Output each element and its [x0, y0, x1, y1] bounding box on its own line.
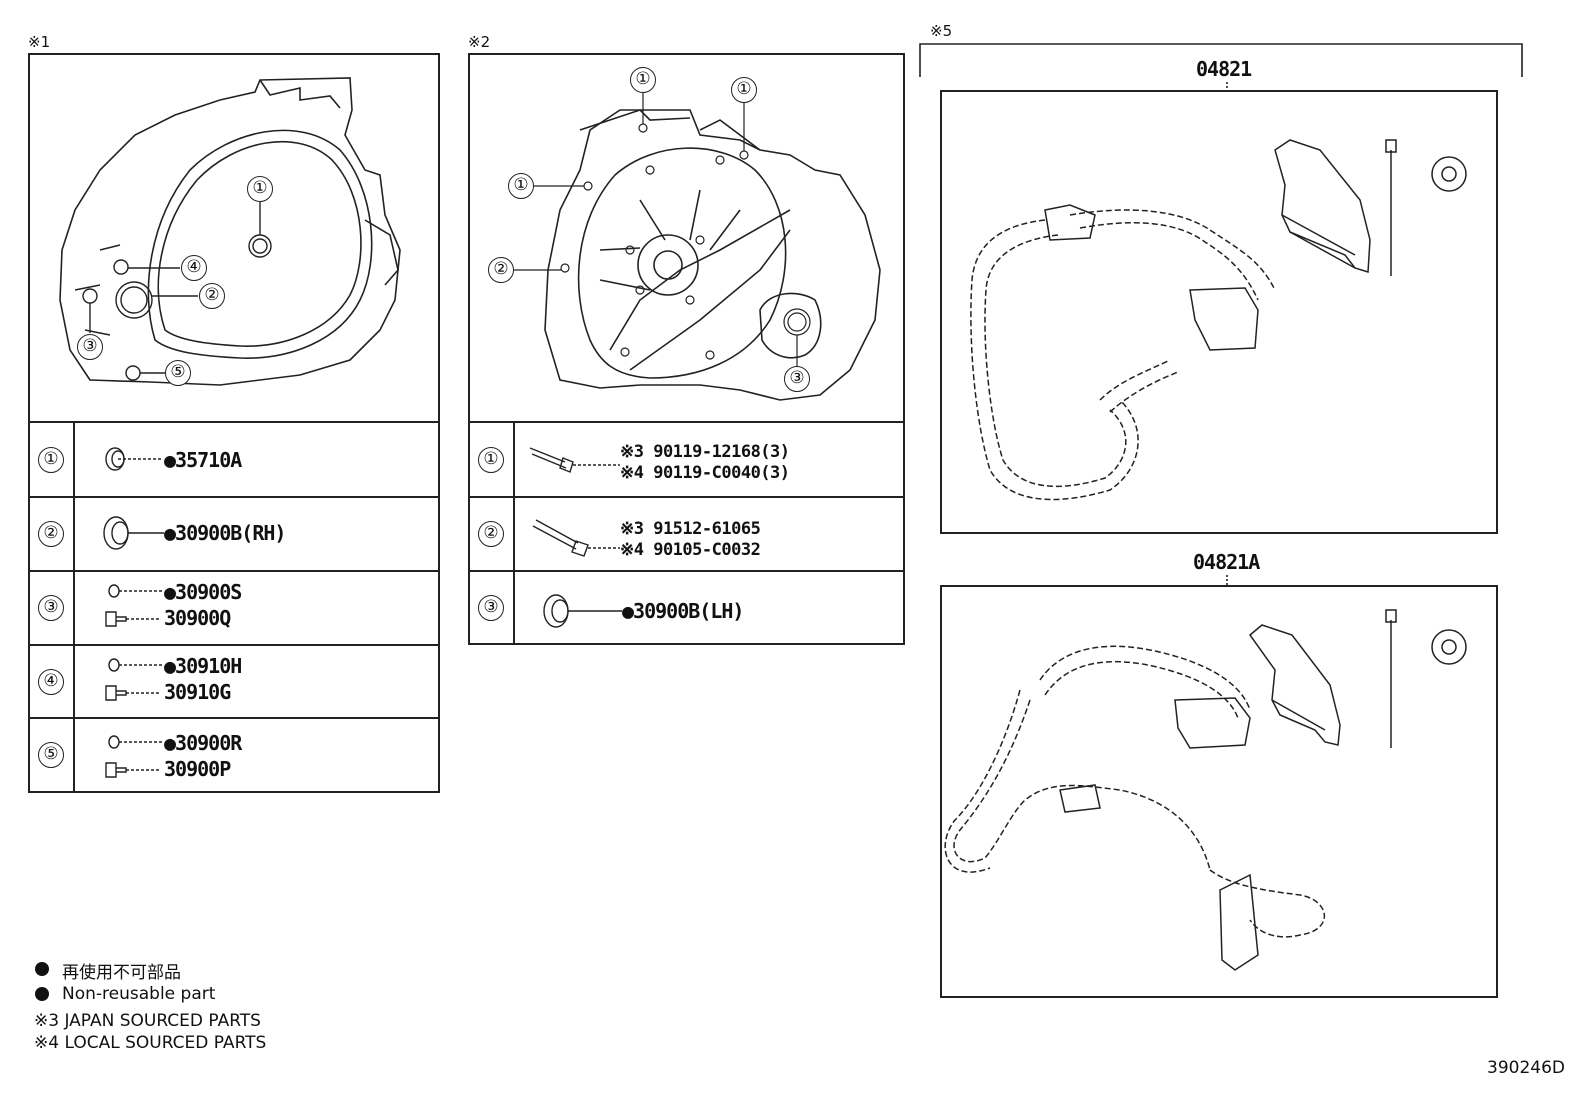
panel2-tag: ※2 [468, 33, 491, 51]
part-number: ●30900B(LH) [622, 599, 744, 623]
part-number: ●30900R [164, 731, 242, 755]
legend-jp: 再使用不可部品 [62, 963, 181, 983]
panel1-callout-4: ④ [181, 255, 207, 281]
panel2-callout-3: ③ [784, 366, 810, 392]
panel1-row4-num: ④ [38, 669, 64, 695]
kit-a-label: 04821 [1196, 57, 1252, 81]
panel2-row2-num: ② [478, 521, 504, 547]
kit-b-frame [940, 585, 1498, 998]
kit-a-frame [940, 90, 1498, 534]
part-number: ●30910H [164, 654, 242, 678]
note-local-sourced: ※4 LOCAL SOURCED PARTS [34, 1033, 267, 1053]
panel2-callout-1c: ① [508, 173, 534, 199]
part-number: ●30900B(RH) [164, 521, 286, 545]
panel1-callout-1: ① [247, 176, 273, 202]
part-number: ※3 91512-61065 [620, 519, 761, 539]
panel2-row1-num: ① [478, 447, 504, 473]
figure-id: 390246D [1487, 1058, 1565, 1078]
panel1-frame [28, 53, 440, 793]
panel1-tag: ※1 [28, 33, 51, 51]
part-number: 30910G [164, 680, 231, 704]
panel2-callout-1b: ① [731, 77, 757, 103]
part-number: ●30900S [164, 580, 242, 604]
part-number: ※4 90105-C0032 [620, 540, 761, 560]
panel2-callout-1a: ① [630, 67, 656, 93]
panel1-row2-num: ② [38, 521, 64, 547]
part-number: ※3 90119-12168(3) [620, 442, 790, 462]
part-number: ※4 90119-C0040(3) [620, 463, 790, 483]
panel1-row5-num: ⑤ [38, 742, 64, 768]
note-japan-sourced: ※3 JAPAN SOURCED PARTS [34, 1011, 261, 1031]
panel1-callout-2: ② [199, 283, 225, 309]
panel5-tag: ※5 [930, 22, 953, 40]
panel1-callout-5: ⑤ [165, 360, 191, 386]
kit-b-label: 04821A [1193, 550, 1260, 574]
panel1-row3-num: ③ [38, 595, 64, 621]
panel2-callout-2: ② [488, 257, 514, 283]
part-number: 30900Q [164, 606, 231, 630]
part-number: 30900P [164, 757, 231, 781]
panel2-row3-num: ③ [478, 595, 504, 621]
part-number: ●35710A [164, 448, 242, 472]
legend-en: Non-reusable part [62, 984, 216, 1004]
panel1-callout-3: ③ [77, 334, 103, 360]
panel1-row1-num: ① [38, 447, 64, 473]
